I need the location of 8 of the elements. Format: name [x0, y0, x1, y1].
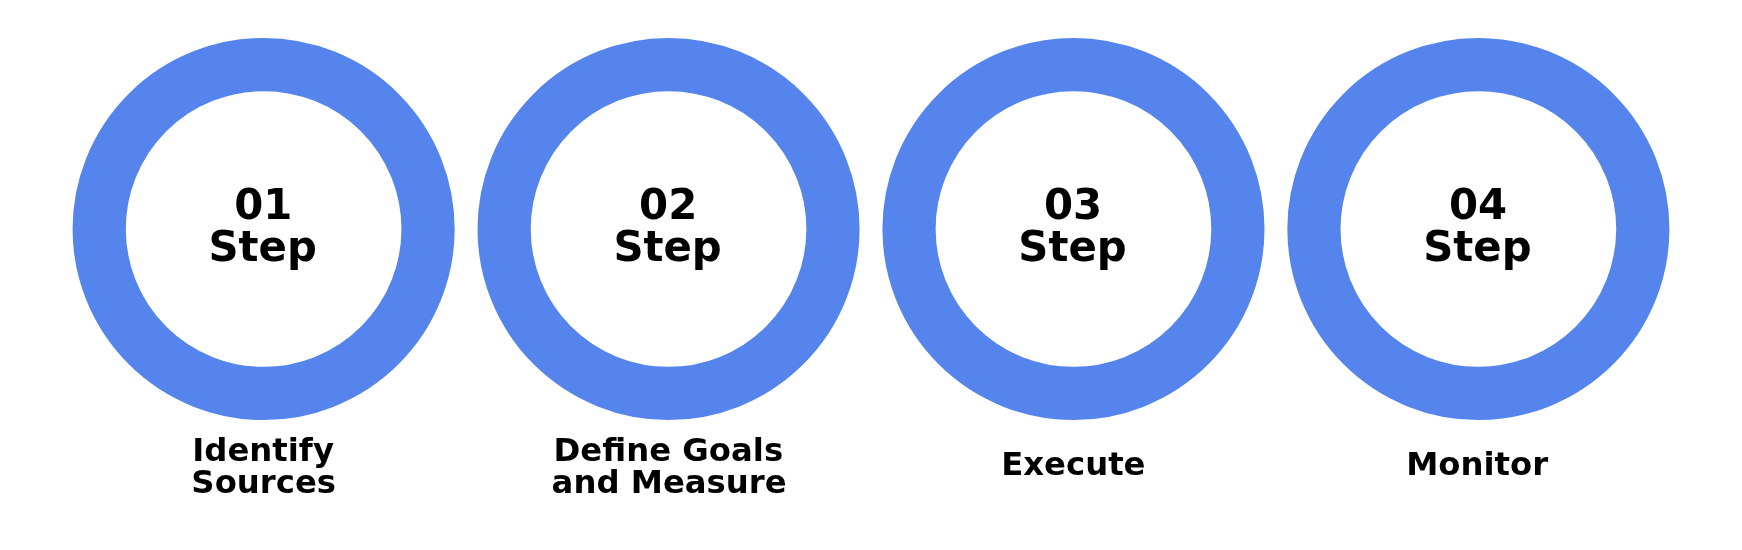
node-label: Monitor [1406, 445, 1549, 484]
node-circle: 04 Step [1287, 37, 1670, 421]
node-label: Execute [1001, 445, 1146, 484]
node-circle: 02 Step [477, 37, 860, 421]
node-label: Identify Sources [191, 431, 337, 502]
node-circle: 01 Step [72, 37, 455, 421]
node-circle: 03 Step [882, 37, 1265, 421]
node-label: Define Goals and Measure [551, 431, 787, 502]
